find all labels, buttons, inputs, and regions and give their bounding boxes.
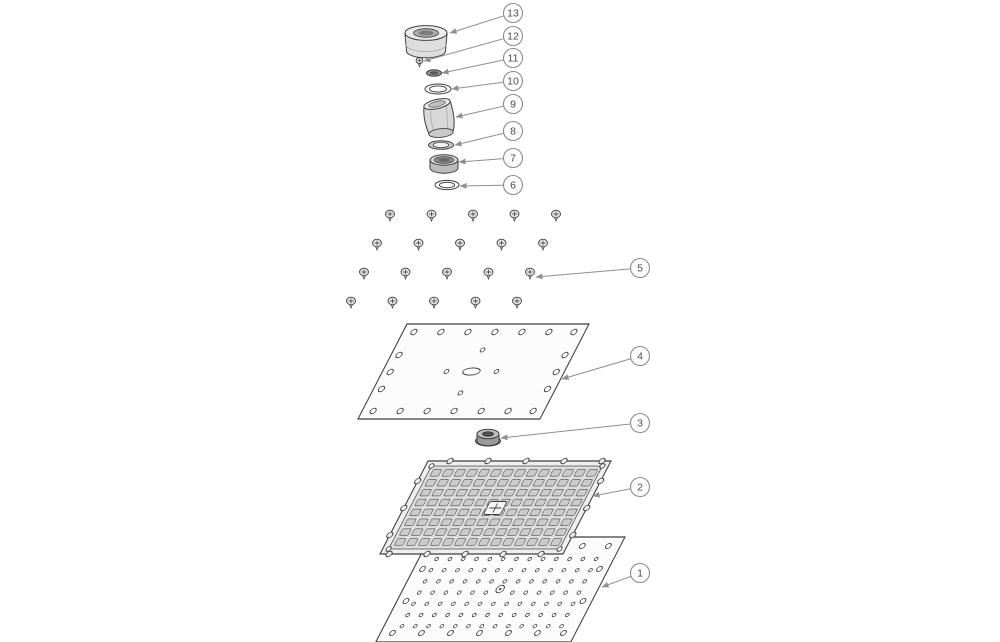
callout-number: 5 [637, 263, 643, 275]
part-13-inlet-collar [404, 25, 448, 59]
callout-badge [502, 147, 524, 169]
part-9-ball-connector [423, 98, 455, 138]
screw [413, 238, 424, 252]
part-7-collar-nut [429, 154, 459, 174]
part-3-grommet [475, 428, 501, 447]
callout-o-ring: 6 [459, 174, 524, 196]
screw [455, 238, 465, 252]
callout-spray-grid-frame: 2 [592, 476, 651, 498]
callout-back-plate: 4 [561, 345, 651, 380]
part-11-retainer-ring [426, 69, 442, 77]
callout-badge [629, 412, 651, 434]
screw [483, 267, 494, 281]
callout-number: 8 [510, 126, 516, 138]
callout-badge [629, 345, 651, 367]
part-8-gasket-washer [428, 140, 454, 150]
back-plate-center-hole [462, 367, 481, 376]
screw [551, 209, 561, 223]
screw [538, 238, 548, 252]
leader-line [449, 12, 514, 34]
screw [400, 267, 411, 281]
part-5-screws [346, 209, 561, 310]
callout-badge [502, 120, 524, 142]
screw [346, 296, 356, 310]
part-1-face-plate [374, 536, 626, 642]
screw [496, 238, 507, 252]
callout-badge [629, 562, 651, 584]
callout-grommet: 3 [500, 412, 651, 441]
callouts-layer: 13 12 11 10 9 8 7 6 5 4 3 2 1 [423, 2, 651, 588]
leader-line [535, 267, 641, 280]
callout-number: 1 [637, 568, 643, 580]
callout-badge [629, 257, 651, 279]
screw [385, 209, 395, 223]
screw [512, 296, 522, 310]
callout-badge [629, 476, 651, 498]
callout-number: 4 [637, 351, 643, 363]
callout-gasket-washer: 8 [454, 120, 524, 147]
callout-badge [502, 47, 524, 69]
screw [372, 238, 382, 252]
callout-badge [502, 93, 524, 115]
callout-number: 11 [508, 53, 519, 65]
leader-line [500, 422, 641, 441]
callout-set-screw: 12 [423, 25, 524, 63]
callout-badge [502, 70, 524, 92]
screw [470, 296, 481, 310]
callout-mounting-screws: 5 [535, 257, 651, 280]
part-2-spray-grid [379, 457, 612, 558]
screw [429, 296, 439, 310]
screw [359, 267, 369, 281]
callout-number: 3 [637, 418, 643, 430]
callout-number: 12 [507, 31, 519, 43]
part-12-set-screw [415, 57, 424, 68]
callout-number: 2 [637, 482, 643, 494]
callout-number: 7 [510, 153, 516, 165]
screw [442, 267, 452, 281]
screw [426, 209, 437, 223]
leader-line [441, 57, 514, 75]
callout-washer: 10 [451, 70, 524, 92]
screw [387, 296, 398, 310]
callout-inlet-collar: 13 [449, 2, 524, 34]
callout-badge [502, 174, 524, 196]
callout-ball-connector: 9 [455, 93, 524, 119]
screw [509, 209, 520, 223]
callout-face-plate: 1 [601, 562, 651, 588]
part-4-back-plate [357, 323, 590, 420]
callout-number: 6 [510, 180, 516, 192]
callout-number: 9 [510, 99, 516, 111]
part-10-washer [424, 83, 452, 95]
callout-retainer-ring: 11 [441, 47, 524, 75]
leader-line [423, 35, 514, 63]
leader-line [451, 80, 514, 92]
callout-badge [502, 2, 524, 24]
screw [525, 267, 535, 281]
part-6-o-ring [434, 179, 460, 191]
callout-number: 13 [507, 8, 519, 20]
spray-grid-center-fitting [483, 501, 507, 515]
leader-line [561, 355, 641, 380]
callout-collar-nut: 7 [458, 147, 524, 169]
callout-number: 10 [507, 76, 519, 88]
callout-badge [502, 25, 524, 47]
screw [468, 209, 478, 223]
